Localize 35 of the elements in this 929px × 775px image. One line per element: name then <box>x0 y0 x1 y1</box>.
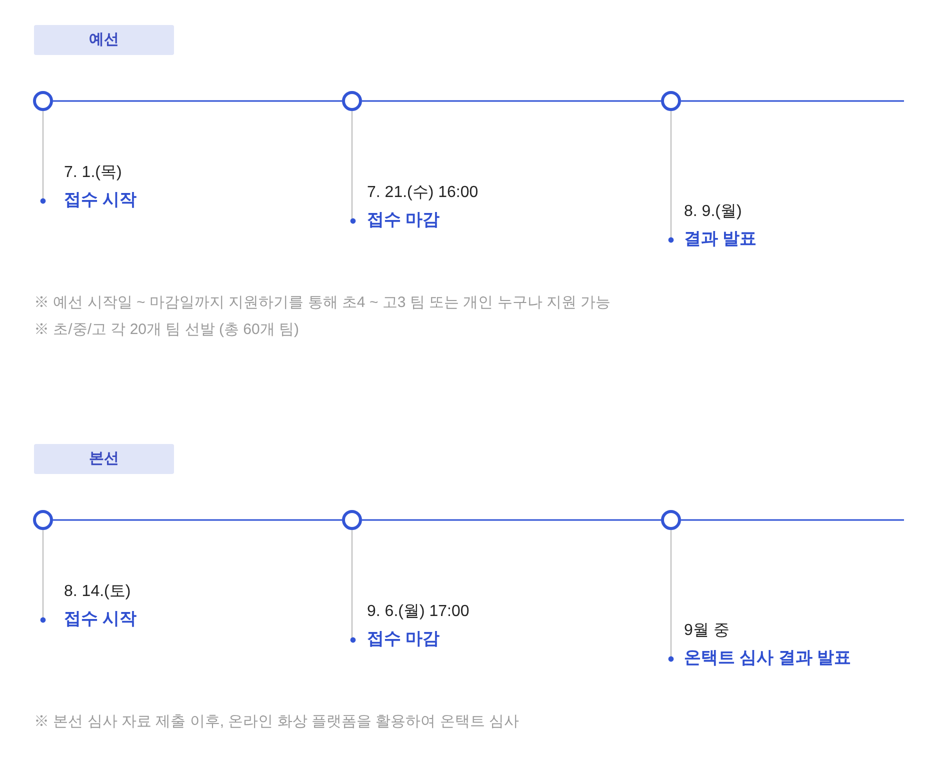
date-text: 8. 9.(월) <box>684 202 742 222</box>
leader-line <box>350 530 356 643</box>
milestone-ring-icon <box>661 510 681 530</box>
date-text: 9. 6.(월) 17:00 <box>367 602 470 622</box>
leader-line <box>40 530 46 623</box>
timeline-line <box>681 519 904 521</box>
section-label: 본선 <box>34 444 174 474</box>
leader-line <box>668 530 674 662</box>
milestone-ring-icon <box>342 91 362 111</box>
date-text: 8. 14.(토) <box>64 582 131 602</box>
footnote-text: ※ 본선 심사 자료 제출 이후, 온라인 화상 플랫폼을 활용하여 온택트 심사 <box>34 712 520 732</box>
milestone-ring-icon <box>33 510 53 530</box>
leader-line <box>668 111 674 243</box>
milestone-title: 온택트 심사 결과 발표 <box>684 647 852 669</box>
milestone-ring-icon <box>661 91 681 111</box>
timeline-line <box>362 519 661 521</box>
date-text: 7. 21.(수) 16:00 <box>367 183 478 203</box>
milestone-ring-icon <box>342 510 362 530</box>
milestone-title: 접수 마감 <box>367 209 440 231</box>
milestone-title: 접수 마감 <box>367 628 440 650</box>
leader-line <box>40 111 46 204</box>
milestone-title: 접수 시작 <box>64 608 137 630</box>
date-text: 7. 1.(목) <box>64 163 122 183</box>
milestone-ring-icon <box>33 91 53 111</box>
timeline-line <box>53 100 342 102</box>
footnote-text: ※ 예선 시작일 ~ 마감일까지 지원하기를 통해 초4 ~ 고3 팀 또는 개인 누구나 지원 가능 <box>34 293 611 313</box>
timeline-line <box>53 519 342 521</box>
date-text: 9월 중 <box>684 621 730 641</box>
footnote-text: ※ 초/중/고 각 20개 팀 선발 (총 60개 팀) <box>34 320 300 340</box>
section-label: 예선 <box>34 25 174 55</box>
milestone-title: 결과 발표 <box>684 228 757 250</box>
milestone-title: 접수 시작 <box>64 189 137 211</box>
timeline-line <box>681 100 904 102</box>
timeline-line <box>362 100 661 102</box>
leader-line <box>350 111 356 224</box>
